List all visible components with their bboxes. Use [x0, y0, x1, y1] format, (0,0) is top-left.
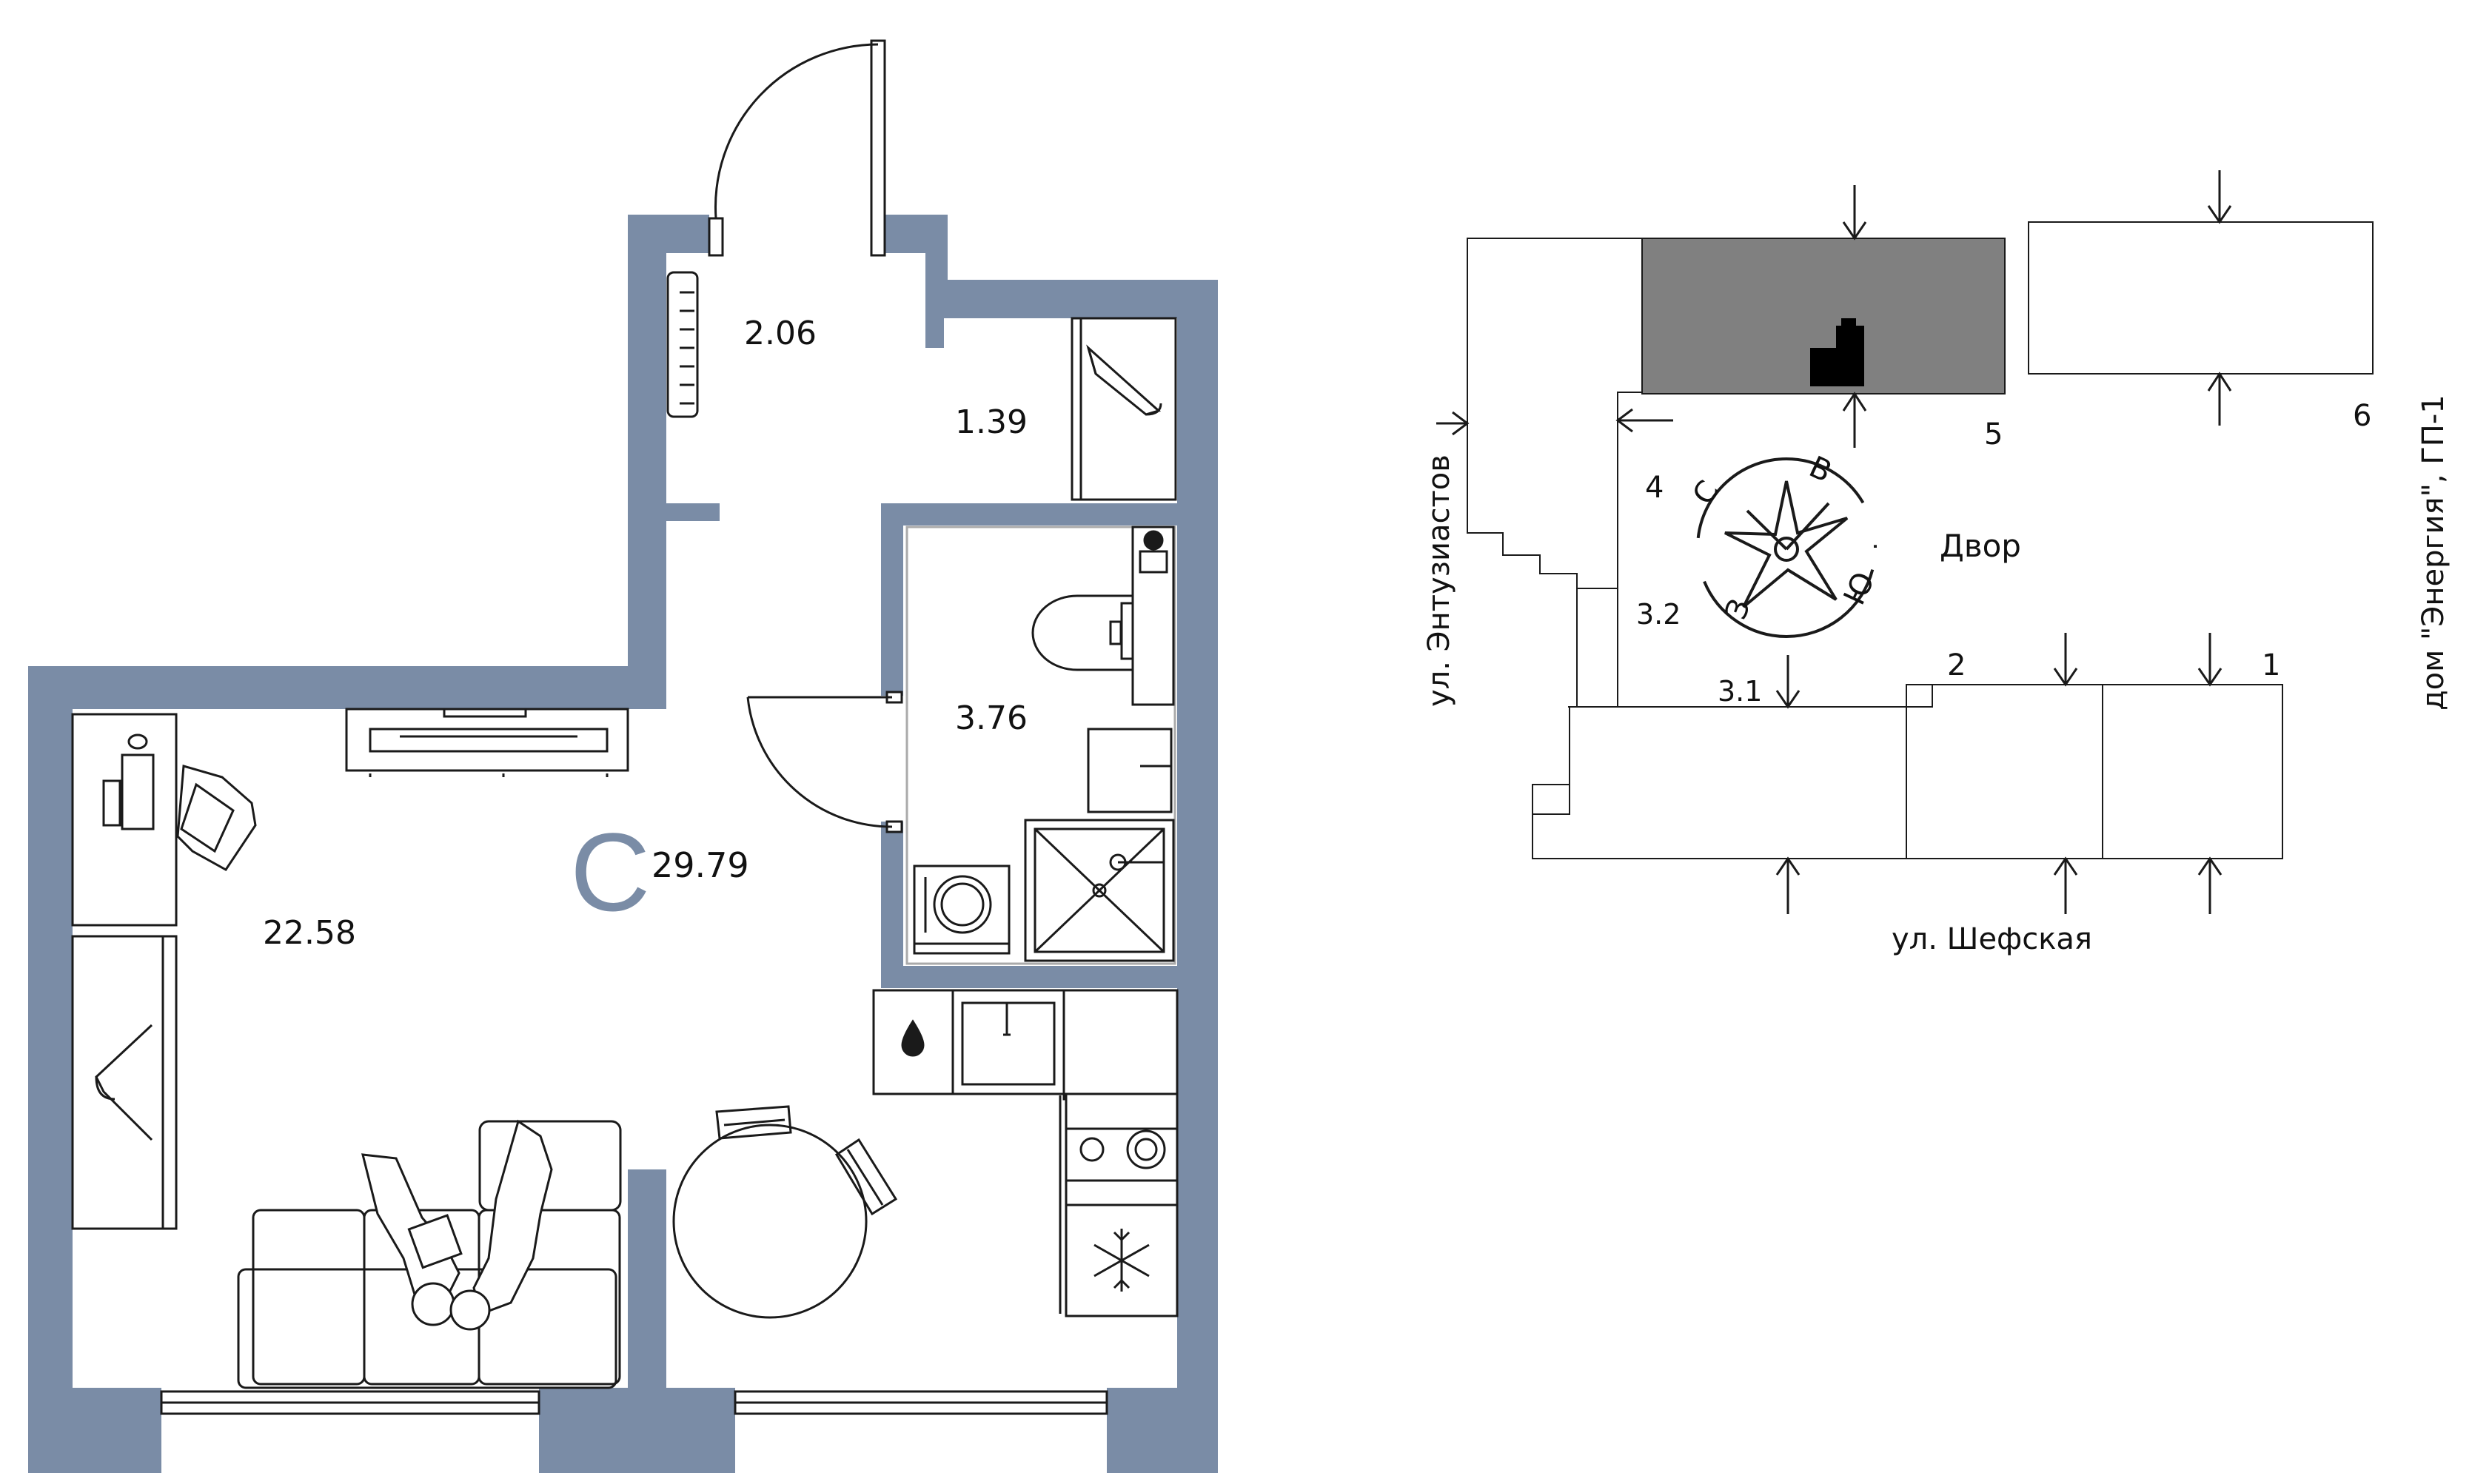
arrow-icon: [1436, 411, 1470, 436]
entrance-arrows: [1436, 170, 2232, 914]
sink-icon: [1087, 728, 1173, 813]
room-area-living: 22.58: [263, 914, 356, 952]
apartment-location-icon: [1810, 318, 1864, 386]
arrow-icon: [2207, 170, 2232, 224]
stove-icon: [1065, 1092, 1179, 1206]
arrow-icon: [1775, 655, 1801, 709]
armchair-icon: [176, 765, 257, 871]
compass-south: Ю: [1838, 567, 1882, 611]
section-label-1: 1: [2262, 648, 2280, 682]
washing-machine-icon: [913, 864, 1011, 955]
bathroom-door: [746, 691, 903, 833]
total-area: 29.79: [652, 845, 749, 885]
arrow-icon: [2197, 856, 2223, 914]
kitchen-sink-icon: [951, 989, 1065, 1095]
arrow-icon: [2053, 856, 2078, 914]
section-label-3-2: 3.2: [1636, 598, 1681, 631]
bathroom-fixtures: [905, 526, 1176, 965]
room-area-hall: 2.06: [744, 315, 817, 352]
arrow-icon: [1775, 856, 1801, 914]
entrance-door: [708, 39, 886, 257]
water-drop-icon: [901, 1019, 925, 1057]
arrow-icon: [1615, 408, 1673, 433]
people-icon: [361, 1119, 553, 1331]
radiator-icon: [666, 271, 699, 418]
compass-north: С: [1686, 474, 1726, 511]
street-label-bottom: ул. Шефская: [1892, 922, 2092, 956]
site-plan: [1436, 170, 2374, 914]
section-label-4: 4: [1645, 471, 1664, 505]
apartment-plan: 2.06 1.39 3.76 22.58 С 29.79: [28, 39, 1218, 1473]
hanger-icon: [1086, 344, 1162, 416]
street-label-left: ул. Энтузиастов: [1422, 454, 1456, 707]
walls: [28, 215, 1218, 1473]
section-label-2: 2: [1947, 648, 1966, 682]
round-table-icon: [672, 1124, 868, 1319]
kitchen-block: [872, 989, 1179, 1317]
section-label-5: 5: [1984, 417, 2003, 451]
room-area-bath: 3.76: [955, 699, 1028, 737]
toilet-icon: [1031, 594, 1134, 671]
fridge-snowflake-icon: [1065, 1203, 1179, 1317]
shower-icon: [1024, 819, 1175, 962]
arrow-icon: [2197, 633, 2223, 687]
section-label-3-1: 3.1: [1718, 675, 1762, 708]
neighbor-building-label: дом "Энергия", ГП-1: [2416, 394, 2451, 711]
windows: [160, 1390, 1108, 1415]
apartment-type-letter: С: [570, 810, 650, 934]
arrow-icon: [1842, 392, 1867, 448]
arrow-icon: [2207, 372, 2232, 426]
desk-icon: [71, 713, 178, 927]
compass-icon: [1696, 457, 1877, 638]
courtyard-label: Двор: [1940, 528, 2021, 564]
wardrobe-icon: [71, 935, 178, 1230]
section-label-6: 6: [2353, 399, 2371, 433]
building-outline: [1467, 221, 2374, 859]
tv-unit-icon: [345, 708, 629, 777]
room-area-closet: 1.39: [955, 403, 1028, 441]
chair-icon: [715, 1105, 898, 1216]
arrow-icon: [2053, 633, 2078, 687]
sink-icon: [1139, 530, 1168, 574]
compass-east: В: [1804, 450, 1837, 489]
arrow-icon: [1842, 185, 1867, 241]
closet-wardrobe: [1071, 317, 1177, 501]
